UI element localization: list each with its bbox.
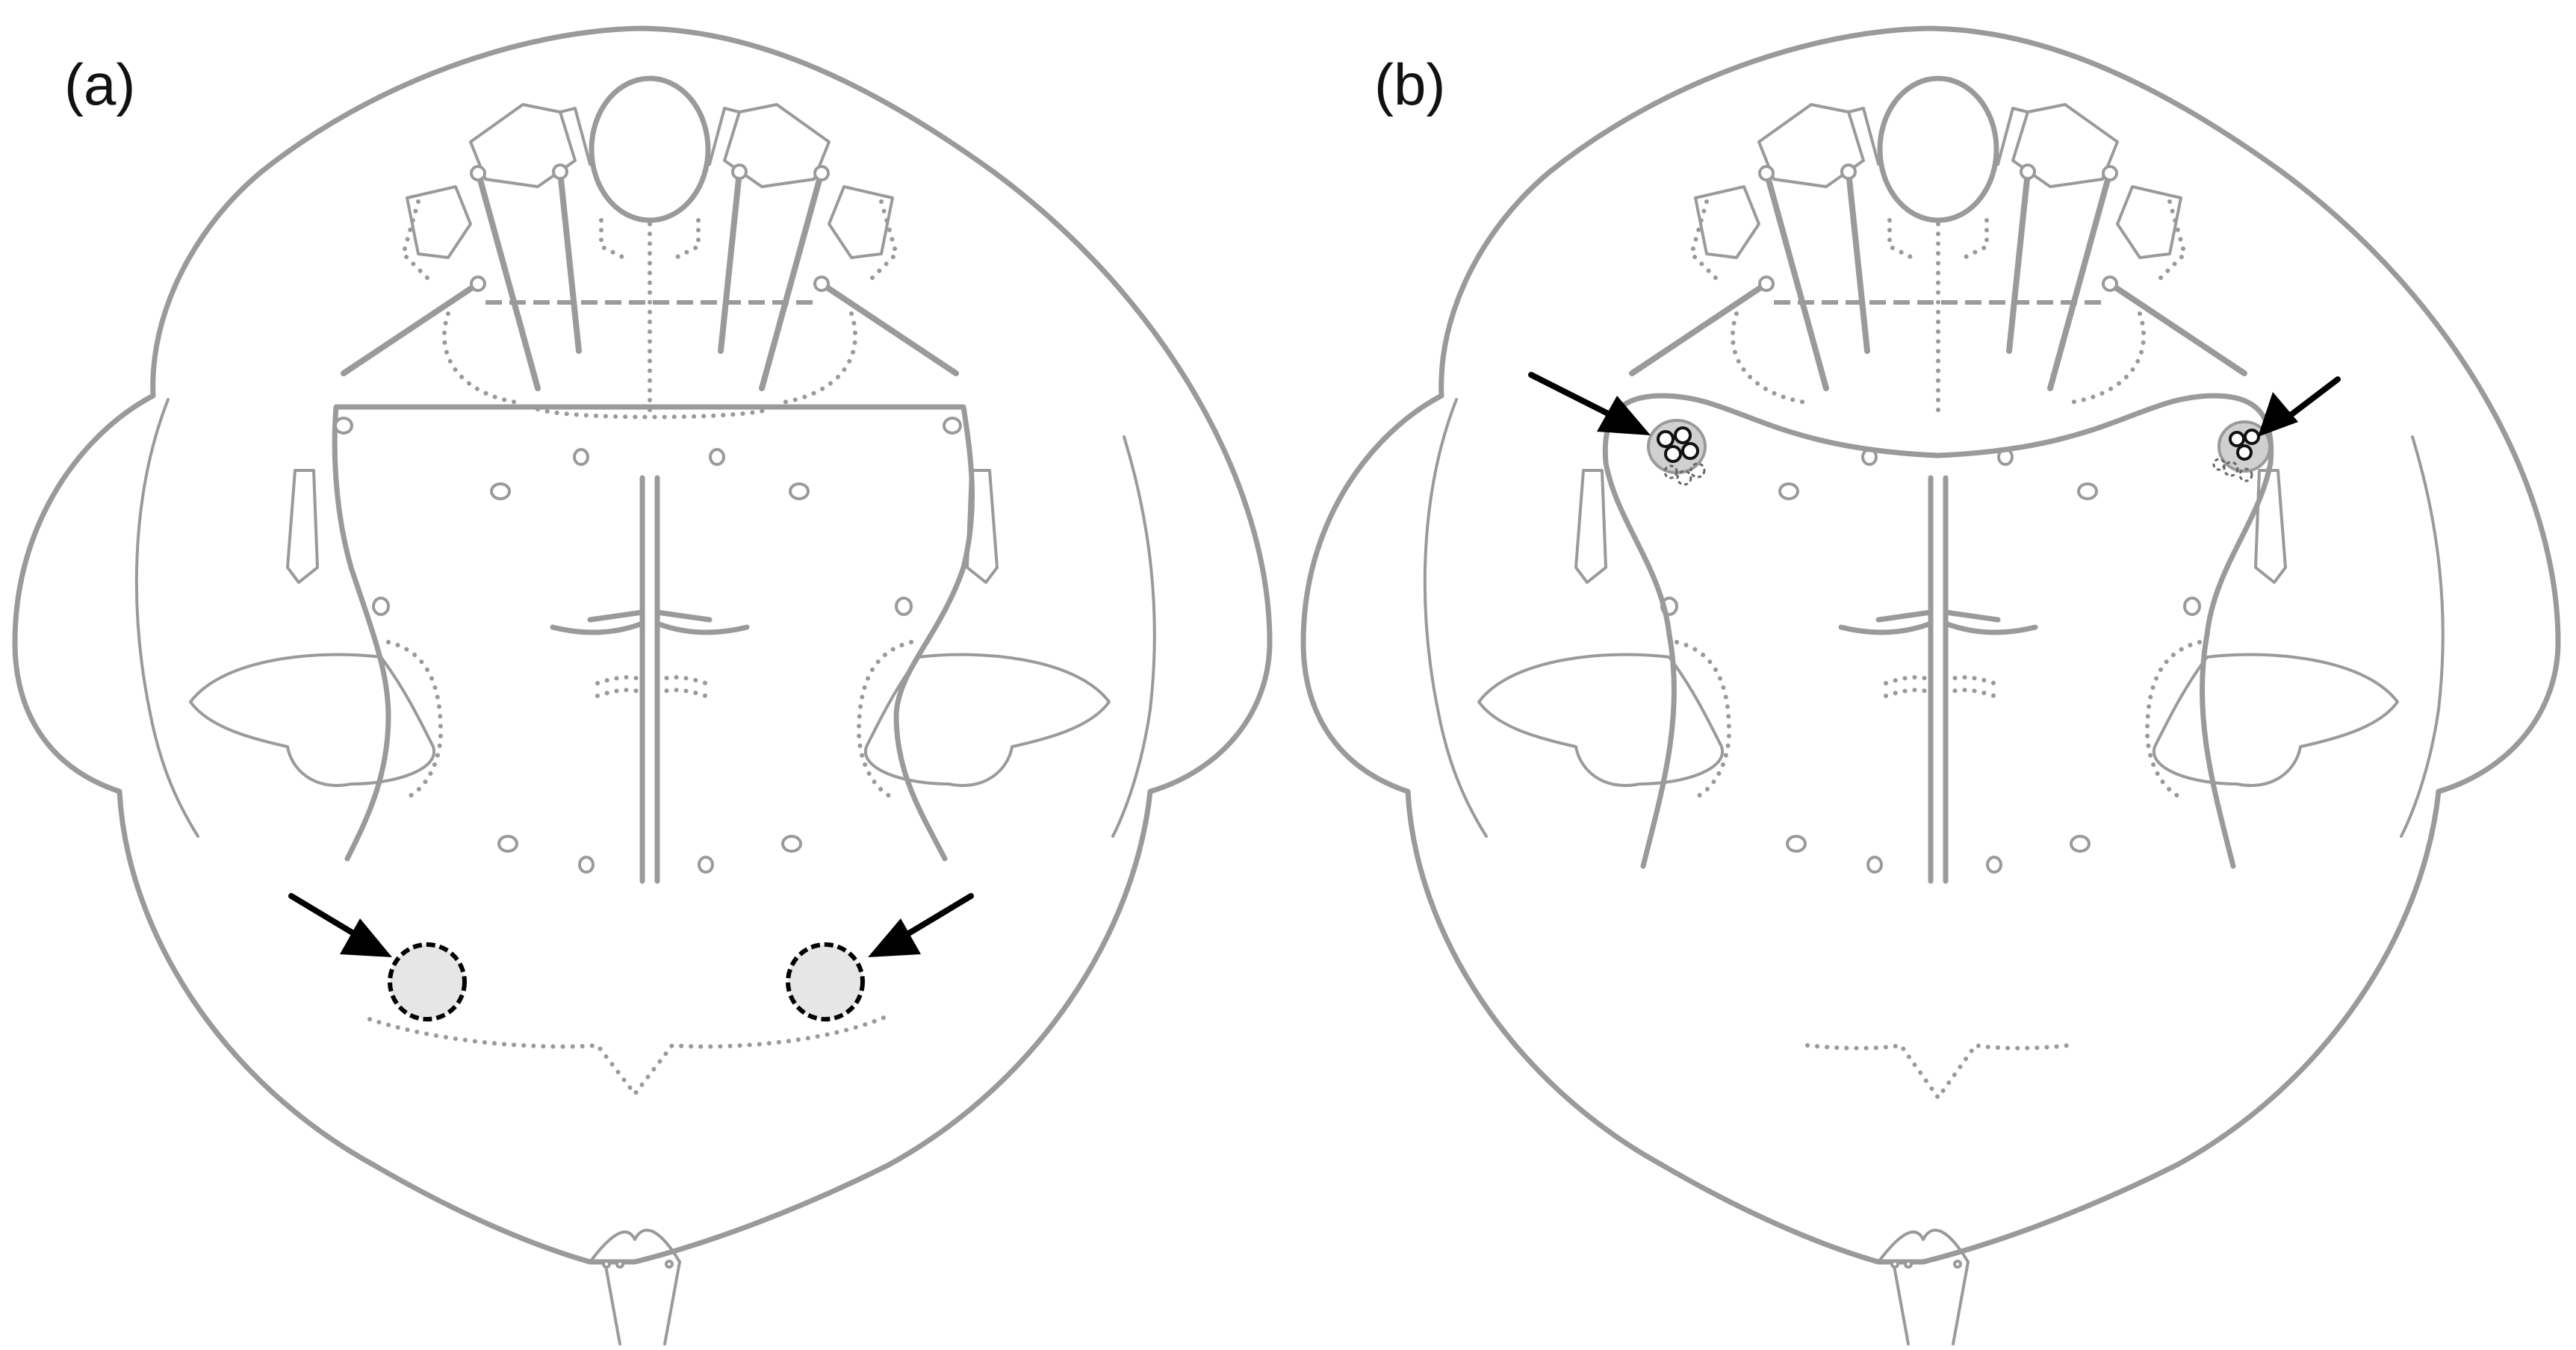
dorsal-shield-a — [332, 404, 975, 862]
dorsal-shield-b — [1602, 393, 2274, 869]
arrow-right-a — [868, 918, 921, 957]
arrow-left-b — [1597, 396, 1651, 435]
panel-a: (a) — [15, 28, 1270, 1344]
arrow-right-b — [2258, 392, 2298, 437]
panel-label-a: (a) — [64, 52, 135, 117]
gland-cluster-left-b — [1647, 419, 1707, 486]
panel-b: (b) — [1303, 28, 2558, 1344]
gland-left-a — [388, 942, 467, 1021]
gland-right-a — [786, 942, 865, 1021]
gland-cluster-right-b — [2212, 420, 2271, 482]
arrow-left-a — [340, 918, 392, 957]
panel-label-b: (b) — [1374, 52, 1445, 117]
